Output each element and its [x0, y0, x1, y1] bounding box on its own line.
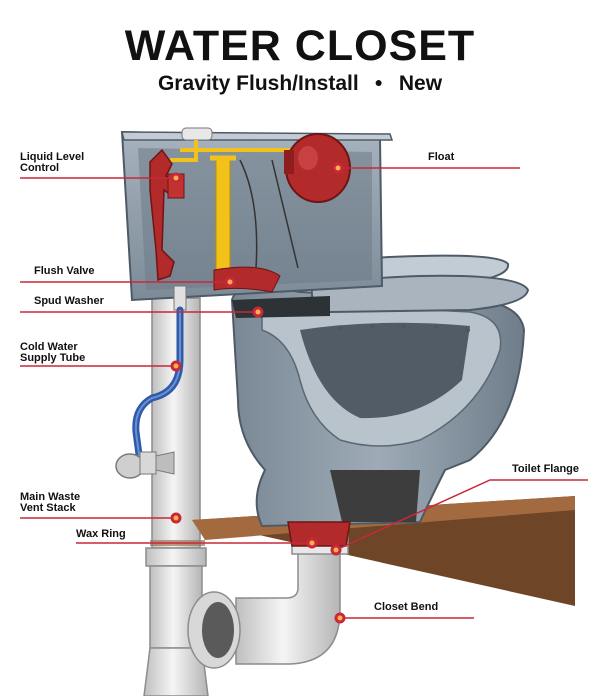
label-cold-water-supply-tube: Cold Water Supply Tube	[20, 342, 85, 364]
label-closet-bend: Closet Bend	[374, 601, 439, 613]
label-cold-water-supply-tube-text: Cold Water Supply Tube	[20, 341, 86, 364]
leader-toilet-flange	[335, 479, 588, 551]
marker-dots	[170, 162, 346, 624]
toilet-bowl	[230, 286, 526, 528]
marker-spud-washer	[252, 306, 264, 318]
subtitle-status: New	[398, 72, 443, 95]
label-main-waste-vent-stack: Main Waste Vent Stack	[20, 492, 80, 514]
marker-toilet-flange	[330, 544, 342, 556]
label-float: Float	[428, 151, 455, 163]
label-flush-valve: Flush Valve	[34, 265, 95, 277]
marker-closet-bend	[334, 612, 346, 624]
leader-lines	[20, 167, 588, 619]
marker-float	[332, 162, 344, 174]
marker-main-waste-vent-stack	[170, 512, 182, 524]
supply-tube	[115, 306, 184, 479]
diagram-title: WATER CLOSET	[124, 22, 476, 70]
marker-wax-ring	[306, 537, 318, 549]
label-spud-washer: Spud Washer	[34, 295, 104, 307]
label-toilet-flange: Toilet Flange	[512, 463, 580, 475]
label-main-waste-vent-stack-text: Main Waste Vent Stack	[20, 491, 81, 514]
marker-liquid-level-control	[170, 172, 182, 184]
label-wax-ring: Wax Ring	[76, 528, 126, 540]
marker-flush-valve	[224, 276, 236, 288]
marker-cold-water-supply-tube	[170, 360, 182, 372]
label-liquid-level-control-text: Liquid Level Control	[20, 151, 85, 174]
label-liquid-level-control: Liquid Level Control	[20, 152, 84, 174]
subtitle-main: Gravity Flush/Install	[157, 72, 359, 95]
subtitle-bullet: ●	[374, 74, 383, 90]
diagram-subtitle: Gravity Flush/Install ● New	[0, 72, 600, 96]
closet-bend-pipe	[187, 531, 349, 669]
float-ball	[284, 133, 351, 203]
